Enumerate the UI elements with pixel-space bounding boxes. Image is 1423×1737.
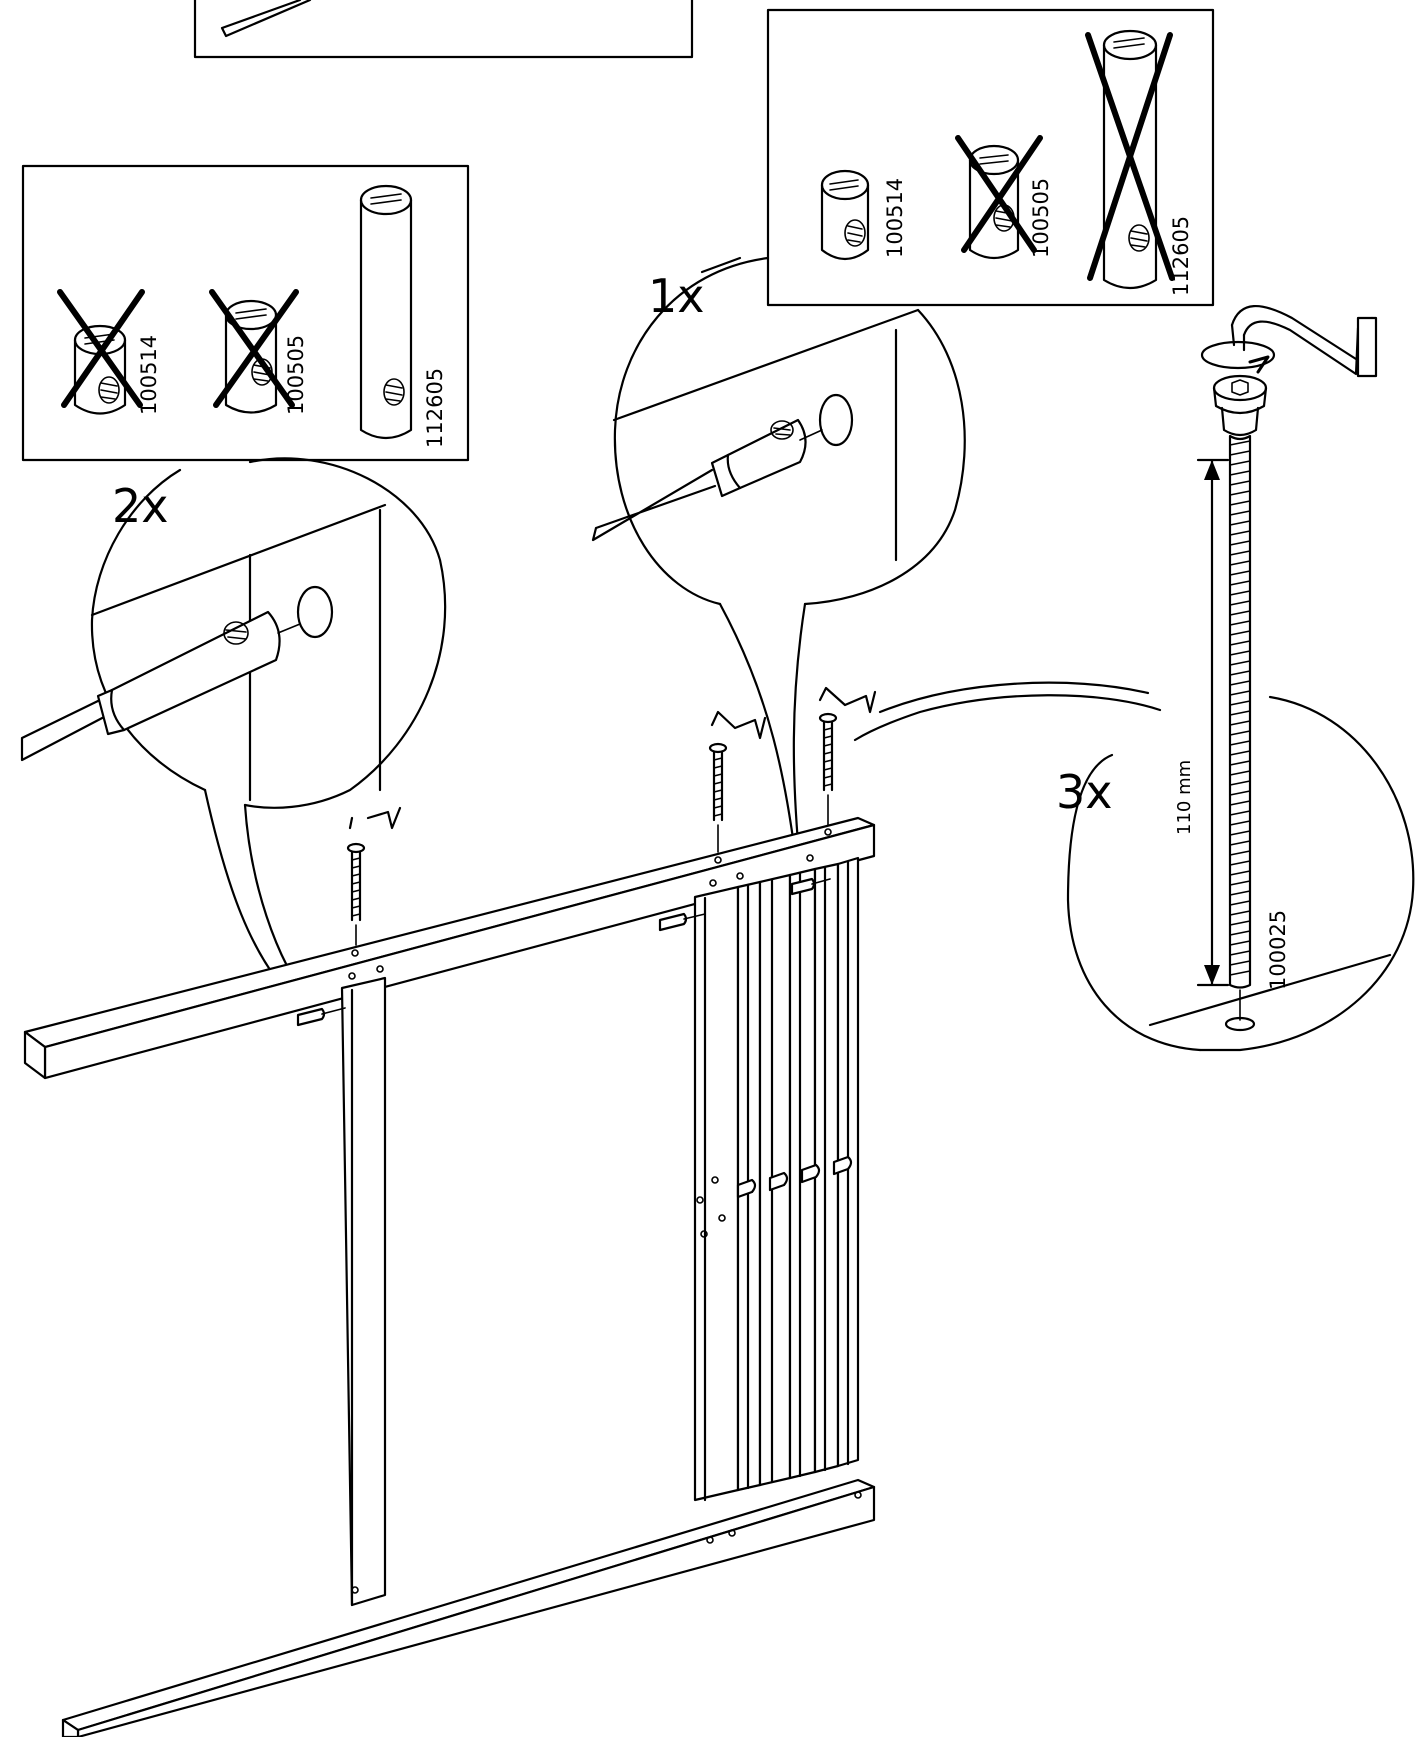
previous-step-frame [193,0,694,59]
quantity-label-3x: 3x [1056,765,1113,819]
bolt-shaft-icon [1228,434,1252,1021]
part-code-100025: 100025 [1266,910,1290,990]
detail-circle-bolt [853,681,1415,1052]
part-code-100505: 100505 [284,335,308,415]
cross-out-icon [1085,32,1175,281]
part-code-112605: 112605 [1169,216,1193,296]
long-barrel-nut-icon [359,184,413,440]
rotation-arrow-icon [1200,340,1276,374]
barrel-nut-icon [820,169,870,261]
bed-frame-assembly [23,816,876,1737]
dimension-label: 110 mm [1174,760,1195,835]
barrel-nut-icon [224,299,278,414]
cross-out-icon [955,135,1043,253]
bolt-icon [818,686,877,826]
fittings-panel-right: 100514 100505 112605 [766,8,1215,307]
dimension-line [1196,458,1230,987]
quantity-label-1x: 1x [648,269,705,323]
part-code-100514: 100514 [137,335,161,415]
quantity-label-2x: 2x [112,479,169,533]
detail-circle-2x [20,457,447,1007]
detail-circle-1x [591,256,966,868]
cross-out-icon [209,289,299,408]
bolt-head-icon [1212,374,1268,437]
bolt-icon [346,806,402,946]
part-code-100514: 100514 [883,178,907,258]
part-code-100505: 100505 [1029,178,1053,258]
allen-key-icon [1230,305,1378,378]
callout-line [700,256,742,274]
part-code-112605: 112605 [423,368,447,448]
long-barrel-nut-icon [1102,29,1158,290]
fittings-panel-left: 100514 100505 112605 [21,164,470,462]
cross-out-icon [57,289,145,408]
bolt-icon [708,710,767,853]
